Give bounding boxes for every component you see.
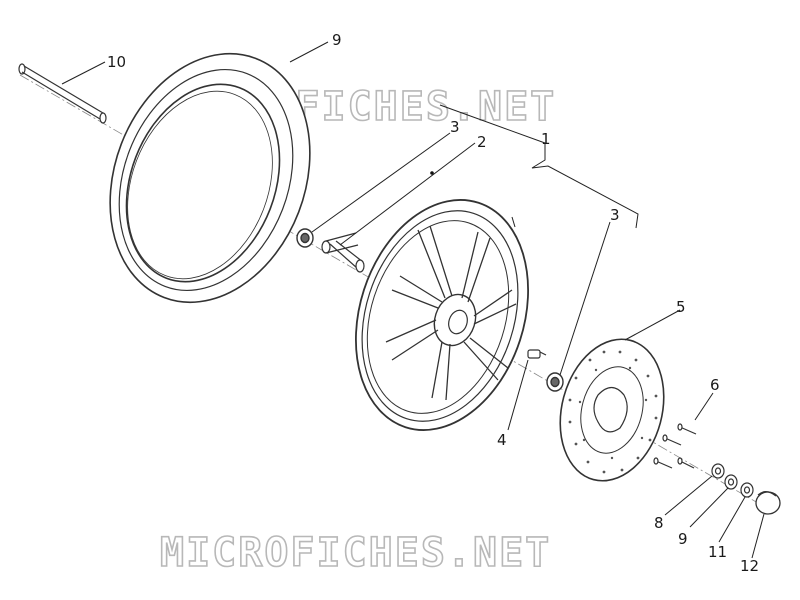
valve-part (527, 349, 547, 359)
callout-1: 1 (541, 130, 551, 148)
callout-2: 2 (477, 133, 487, 151)
callout-9: 8 (654, 514, 664, 532)
callout-3-left: 3 (450, 118, 460, 136)
washer-part (724, 474, 738, 490)
cap-part (755, 491, 781, 515)
brake-disc-part (559, 338, 665, 482)
watermark-bottom: MICROFICHES.NET (160, 530, 551, 576)
callout-7: 9 (332, 31, 342, 49)
callout-10: 9 (678, 530, 688, 548)
spacer-part (321, 232, 365, 273)
callout-4: 4 (497, 431, 507, 449)
callout-8: 10 (107, 53, 126, 71)
callout-11: 11 (708, 543, 727, 561)
bearing-left-part (296, 228, 314, 248)
callout-12: 12 (740, 557, 759, 575)
leader-lines (61, 41, 765, 559)
callout-labels: 10 9 3 2 1 3 5 6 4 8 9 11 12 (107, 31, 759, 575)
wheel-rim-part (355, 171, 529, 431)
bearing-right-part (546, 372, 564, 392)
callout-5: 5 (676, 298, 686, 316)
wheel-axle-part (18, 63, 107, 124)
tyre-part (109, 52, 311, 304)
callout-6: 6 (710, 376, 720, 394)
nut-part (740, 482, 754, 498)
disc-screws-part (653, 423, 697, 469)
spacer-small-part (711, 463, 725, 479)
callout-3-right: 3 (610, 206, 620, 224)
